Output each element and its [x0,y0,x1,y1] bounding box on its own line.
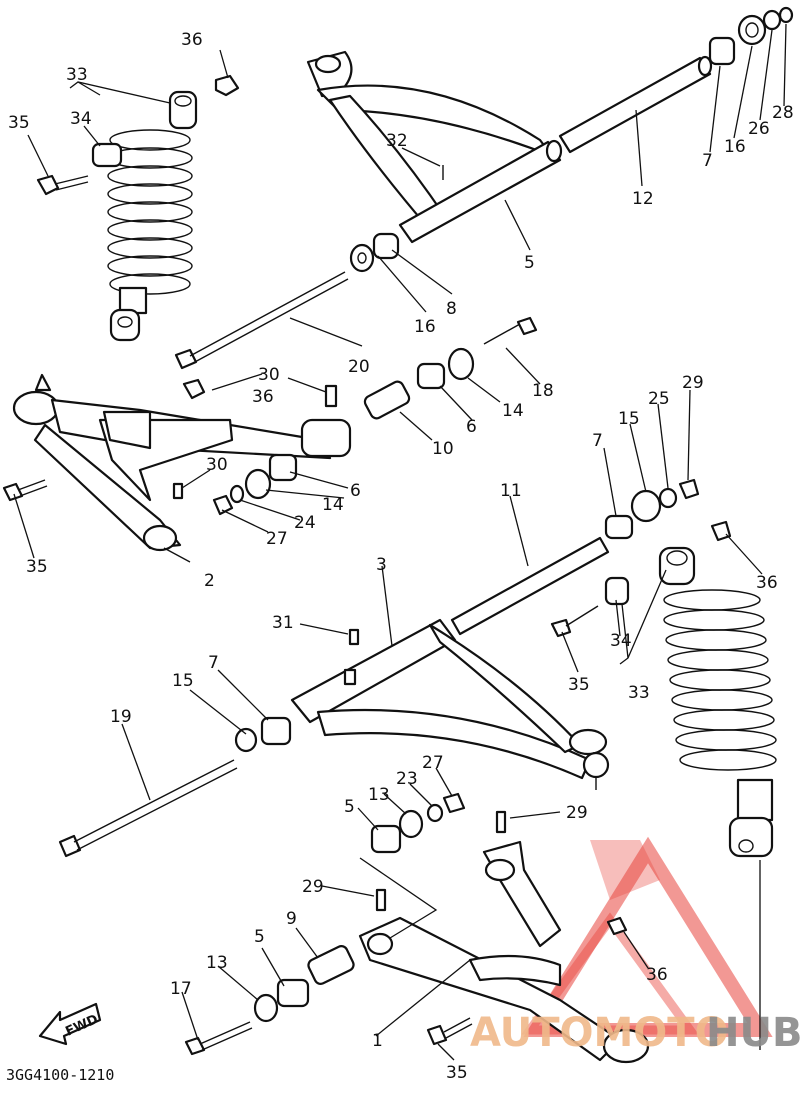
callout-17: 17 [170,979,192,999]
bolt-19 [58,759,238,858]
lower-arm-1 [358,810,650,1064]
bolt-35-top [36,174,89,196]
watermark-logo [521,836,773,1037]
callout-27: 29 [682,373,704,393]
upper-right-washers [708,6,794,66]
callout-25: 27 [422,753,444,773]
upper-arm-4 [306,50,563,244]
shaft-12 [558,55,713,154]
callout-33-top: 33 [66,65,88,85]
callout-8-top: 7 [702,151,713,171]
callout-19: 19 [110,707,132,727]
shock-absorber-left [107,90,198,342]
callout-23: 25 [648,389,670,409]
callout-5-top: 5 [344,797,355,817]
callout-11: 11 [500,481,522,501]
bolt-20 [174,271,349,370]
callout-36-bottom: 36 [646,965,668,985]
callout-13-top: 13 [368,785,390,805]
bushing-5-13-21-25 [370,792,466,854]
callout-34-right: 34 [610,631,632,651]
callout-1: 1 [372,1031,383,1051]
fittings-left-group [172,316,538,516]
callout-30-mid: 30 [206,455,228,475]
right-washers-mid [604,478,700,540]
callout-29-right: 29 [566,803,588,823]
callout-12: 12 [632,189,654,209]
callout-33-right: 33 [628,683,650,703]
upper-arm-3 [290,618,610,790]
callout-20: 20 [348,357,370,377]
bushings-lower-left [253,945,355,1023]
fwd-arrow: FWD [38,1002,102,1046]
callout-8-mid: 8 [446,299,457,319]
shaft-11 [450,536,610,636]
callout-34-top: 34 [70,109,92,129]
callout-24: 26 [748,119,770,139]
callout-36-top: 36 [181,30,203,50]
drawing-code: 3GG4100-1210 [6,1066,114,1084]
bushing-15-7-mid [234,716,292,753]
callout-22: 24 [294,513,316,533]
callout-32: 32 [386,131,408,151]
callout-35-right: 35 [568,675,590,695]
nut-36-top [214,74,240,97]
callout-14-top: 14 [502,401,524,421]
callout-30-top: 30 [258,365,280,385]
callout-36-right: 36 [756,573,778,593]
callout-5-bottom: 5 [254,927,265,947]
callout-7-left: 7 [208,653,219,673]
callout-13-bottom: 13 [206,953,228,973]
callout-26: 27 [266,529,288,549]
callout-28: 28 [772,103,794,123]
callout-35-bottom: 35 [446,1063,468,1083]
callout-3: 3 [376,555,387,575]
callout-6-mid: 6 [350,481,361,501]
shock-absorber-right [658,546,777,858]
watermark-brand-part2: HUB [706,1010,800,1056]
callout-36-mid: 36 [252,387,274,407]
callout-9: 9 [286,909,297,929]
callout-35-top: 35 [8,113,30,133]
callout-15-left: 15 [172,671,194,691]
callout-14-mid: 14 [322,495,344,515]
callout-21: 23 [396,769,418,789]
callout-6-top: 6 [466,417,477,437]
callout-10: 10 [432,439,454,459]
leader-lines [13,23,787,1061]
watermark-brand-part1: AUTOMOTO [470,1010,729,1056]
bolt-35-left [2,479,48,502]
bolt-35-bottom [426,1017,473,1046]
bushing-16-8-mid [349,232,400,273]
callout-4: 5 [524,253,535,273]
callout-16-top: 16 [724,137,746,157]
callout-labels: 36 33 34 35 32 5 12 7 16 26 28 8 16 20 1… [8,30,794,1083]
callout-18: 18 [532,381,554,401]
callout-31: 31 [272,613,294,633]
callout-7-right: 7 [592,431,603,451]
callout-16-mid: 16 [414,317,436,337]
callout-2: 2 [204,571,215,591]
fittings-right-shock [550,520,732,638]
bolt-17 [184,1021,253,1056]
bushing-34-top [91,142,123,168]
callout-29-left: 29 [302,877,324,897]
callout-35-left: 35 [26,557,48,577]
lower-arm-2 [12,373,352,552]
callout-15-right: 15 [618,409,640,429]
